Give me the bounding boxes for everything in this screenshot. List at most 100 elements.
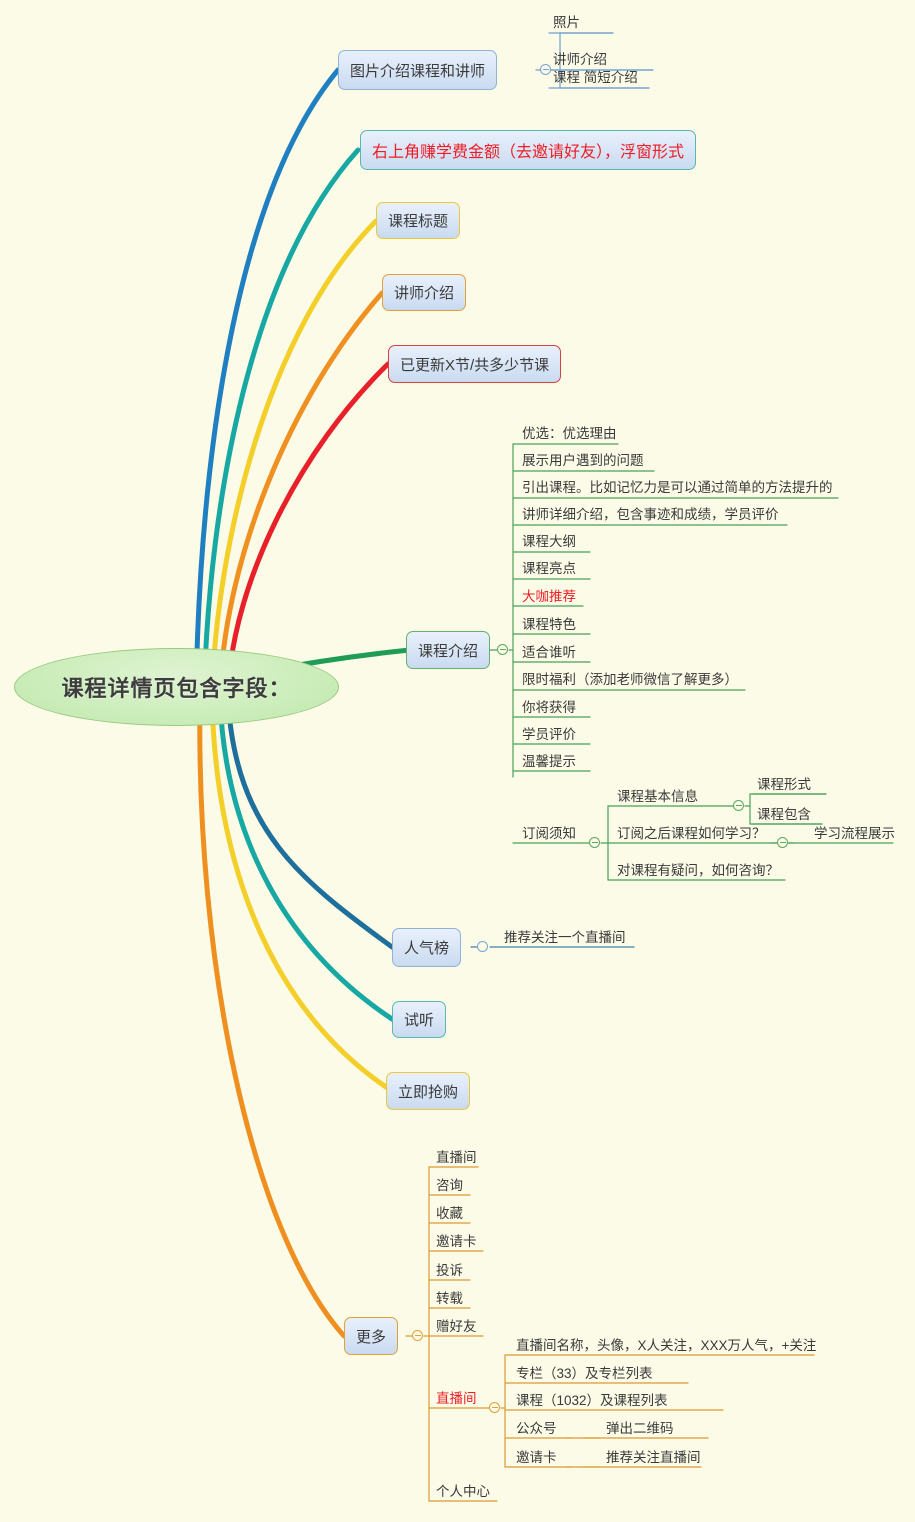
leaf-highlights[interactable]: 课程亮点 [518,560,579,579]
leaf-label: 大咖推荐 [522,589,576,604]
leaf-label: 推荐关注一个直播间 [504,930,626,945]
leaf-recommend-live-room[interactable]: 推荐关注一个直播间 [500,929,629,948]
branch-node-teacher-intro[interactable]: 讲师介绍 [382,274,467,311]
leaf-how-to-consult[interactable]: 对课程有疑问，如何咨询？ [613,862,782,881]
leaf-basic-info[interactable]: 课程基本信息 [613,788,701,807]
leaf-label: 课程包含 [757,807,811,822]
leaf-live-room-header[interactable]: 直播间名称，头像，X人关注，XXX万人气，+关注 [512,1337,819,1356]
leaf-label: 专栏（33）及专栏列表 [516,1366,653,1381]
leaf-label: 课程（1032）及课程列表 [516,1393,668,1408]
leaf-personal-center[interactable]: 个人中心 [432,1483,493,1502]
branch-node-trial-listen[interactable]: 试听 [392,1001,447,1038]
branch-node-more[interactable]: 更多 [344,1317,399,1355]
leaf-label: 优选：优选理由 [522,426,617,441]
leaf-limited-benefit[interactable]: 限时福利（添加老师微信了解更多） [518,671,741,690]
leaf-label: 温馨提示 [522,754,576,769]
leaf-user-problem[interactable]: 展示用户遇到的问题 [518,452,647,471]
collapse-toggle-popularity[interactable] [477,941,488,952]
leaf-course-includes[interactable]: 课程包含 [753,806,814,825]
leaf-expert-recommend[interactable]: 大咖推荐 [518,588,579,607]
leaf-label: 投诉 [436,1263,463,1278]
leaf-subscribe-notice[interactable]: 订阅须知 [518,825,579,844]
leaf-label: 对课程有疑问，如何咨询？ [617,863,779,878]
branch-node-course-intro[interactable]: 课程介绍 [406,631,491,669]
leaf-popup-qrcode[interactable]: 弹出二维码 [602,1420,677,1439]
leaf-label: 个人中心 [436,1484,490,1499]
leaf-repost[interactable]: 转载 [432,1290,466,1309]
leaf-label: 讲师介绍 [553,52,607,67]
leaf-label: 课程基本信息 [617,789,698,804]
branch-label: 课程标题 [388,213,449,230]
root-node[interactable]: 课程详情页包含字段： [14,648,339,726]
leaf-label: 咨询 [436,1178,463,1193]
branch-node-course-title[interactable]: 课程标题 [376,202,461,239]
leaf-label: 课程特色 [522,617,576,632]
leaf-label: 订阅须知 [522,826,576,841]
leaf-teacher-detail[interactable]: 讲师详细介绍，包含事迹和成绩，学员评价 [518,506,782,525]
leaf-photo[interactable]: 照片 [549,14,583,33]
branch-label: 更多 [356,1328,387,1346]
branch-label: 图片介绍课程和讲师 [350,62,486,80]
leaf-live-room[interactable]: 直播间 [432,1149,480,1168]
leaf-label: 公众号 [516,1421,557,1436]
leaf-label: 学习流程展示 [814,826,895,841]
leaf-label: 赠好友 [436,1319,477,1334]
leaf-student-review[interactable]: 学员评价 [518,726,579,745]
leaf-label: 照片 [553,15,580,30]
branch-label: 人气榜 [404,940,450,957]
leaf-live-room-red[interactable]: 直播间 [432,1390,480,1409]
collapse-toggle-image-intro[interactable] [540,64,551,75]
collapse-toggle-more[interactable] [412,1330,423,1341]
leaf-label: 引出课程。比如记忆力是可以通过简单的方法提升的 [522,480,833,495]
branch-label: 试听 [404,1012,435,1029]
leaf-target-audience[interactable]: 适合谁听 [518,644,579,663]
branch-node-earn-tuition[interactable]: 右上角赚学费金额（去邀请好友），浮窗形式 [360,130,697,170]
branch-label: 立即抢购 [398,1083,459,1101]
leaf-label: 展示用户遇到的问题 [522,453,644,468]
leaf-complaint[interactable]: 投诉 [432,1262,466,1281]
collapse-toggle-live-room[interactable] [489,1402,500,1413]
leaf-how-to-study[interactable]: 订阅之后课程如何学习？ [613,825,769,844]
collapse-toggle-basic-info[interactable] [733,800,744,811]
branch-node-buy-now[interactable]: 立即抢购 [386,1072,471,1110]
leaf-study-flow[interactable]: 学习流程展示 [810,825,898,844]
leaf-label: 收藏 [436,1206,463,1221]
leaf-gift-friend[interactable]: 赠好友 [432,1318,480,1337]
leaf-invite-card-2[interactable]: 邀请卡 [512,1449,560,1468]
collapse-toggle-subscribe-notice[interactable] [589,837,600,848]
leaf-label: 弹出二维码 [606,1421,674,1436]
root-node-label: 课程详情页包含字段： [61,676,292,701]
leaf-label: 适合谁听 [522,645,576,660]
leaf-course-list[interactable]: 课程（1032）及课程列表 [512,1392,671,1411]
leaf-label: 直播间名称，头像，X人关注，XXX万人气，+关注 [516,1338,817,1353]
leaf-lead-in-course[interactable]: 引出课程。比如记忆力是可以通过简单的方法提升的 [518,479,836,498]
leaf-recommend-follow-live[interactable]: 推荐关注直播间 [602,1449,704,1468]
leaf-label: 直播间 [436,1391,477,1406]
leaf-official-account[interactable]: 公众号 [512,1420,560,1439]
leaf-favorite[interactable]: 收藏 [432,1205,466,1224]
leaf-label: 学员评价 [522,727,576,742]
collapse-toggle-how-to-study[interactable] [777,837,788,848]
collapse-toggle-course-intro[interactable] [497,644,508,655]
branch-label: 右上角赚学费金额（去邀请好友），浮窗形式 [372,144,685,161]
leaf-course-brief[interactable]: 课程 简短介绍 [549,69,641,88]
leaf-you-will-gain[interactable]: 你将获得 [518,699,579,718]
branch-node-update-count[interactable]: 已更新X节/共多少节课 [388,345,562,383]
leaf-preferred-reason[interactable]: 优选：优选理由 [518,425,620,444]
leaf-label: 你将获得 [522,700,576,715]
leaf-teacher-intro[interactable]: 讲师介绍 [549,51,610,70]
branch-label: 课程介绍 [418,642,479,660]
branch-label: 讲师介绍 [394,285,455,302]
leaf-warm-tips[interactable]: 温馨提示 [518,753,579,772]
leaf-course-format[interactable]: 课程形式 [753,776,814,795]
branch-node-popularity[interactable]: 人气榜 [392,928,462,967]
leaf-invite-card[interactable]: 邀请卡 [432,1233,480,1252]
branch-node-image-intro[interactable]: 图片介绍课程和讲师 [338,50,498,90]
leaf-consult[interactable]: 咨询 [432,1177,466,1196]
leaf-column-list[interactable]: 专栏（33）及专栏列表 [512,1365,656,1384]
leaf-label: 课程形式 [757,777,811,792]
leaf-course-features[interactable]: 课程特色 [518,616,579,635]
leaf-label: 推荐关注直播间 [606,1450,701,1465]
leaf-syllabus[interactable]: 课程大纲 [518,533,579,552]
